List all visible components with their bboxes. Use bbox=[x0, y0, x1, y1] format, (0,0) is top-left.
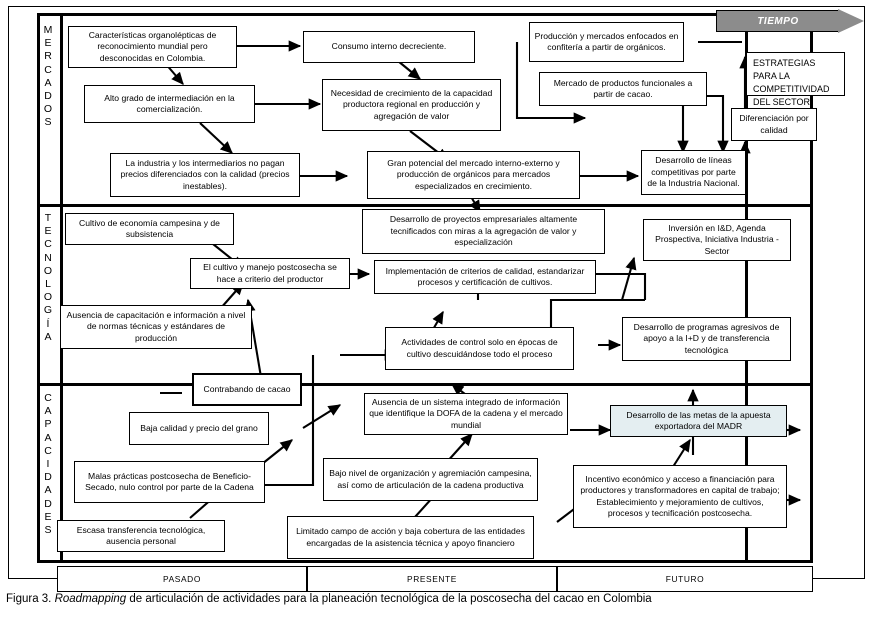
caption-rest: de articulación de actividades para la p… bbox=[126, 593, 652, 605]
tiempo-arrow-head-icon bbox=[838, 9, 864, 33]
row-separator-tecnologia-capacidades bbox=[37, 383, 813, 386]
chart-frame bbox=[37, 13, 813, 563]
node-strategies[interactable]: ESTRATEGIAS PARA LA COMPETITIVIDAD DEL S… bbox=[746, 52, 845, 107]
tiempo-label: TIEMPO bbox=[757, 15, 799, 27]
node-c3[interactable]: Escasa transferencia tecnológica, ausenc… bbox=[57, 520, 225, 552]
node-t3[interactable]: Ausencia de capacitación e información a… bbox=[60, 305, 252, 349]
node-t7[interactable]: Inversión en I&D, Agenda Prospectiva, In… bbox=[643, 219, 791, 261]
strategies-rail-vertical bbox=[745, 30, 748, 563]
node-c1[interactable]: Baja calidad y precio del grano bbox=[129, 412, 269, 445]
row-label-gutter-separator bbox=[60, 13, 63, 563]
caption-italic-term: Roadmapping bbox=[54, 593, 127, 605]
node-c0[interactable]: Contrabando de cacao bbox=[192, 373, 302, 406]
node-m4[interactable]: Necesidad de crecimiento de la capacidad… bbox=[322, 79, 501, 131]
node-c2[interactable]: Malas prácticas postcosecha de Beneficio… bbox=[74, 461, 265, 503]
timeline-cell-pasado: PASADO bbox=[57, 566, 307, 592]
node-m1[interactable]: Características organolépticas de recono… bbox=[68, 26, 237, 68]
node-t6[interactable]: Actividades de control solo en épocas de… bbox=[385, 327, 574, 370]
node-c4[interactable]: Ausencia de un sistema integrado de info… bbox=[364, 393, 568, 435]
node-m2[interactable]: Consumo interno decreciente. bbox=[303, 31, 475, 63]
row-separator-mercados-tecnologia bbox=[37, 204, 813, 207]
timeline-cell-futuro: FUTURO bbox=[557, 566, 813, 592]
node-c5[interactable]: Bajo nivel de organización y agremiación… bbox=[323, 458, 538, 501]
node-m8[interactable]: Mercado de productos funcionales a parti… bbox=[539, 72, 707, 106]
node-c7[interactable]: Desarrollo de las metas de la apuesta ex… bbox=[610, 405, 787, 437]
node-m10[interactable]: Diferenciación por calidad bbox=[731, 108, 817, 141]
node-m7[interactable]: Producción y mercados enfocados en confi… bbox=[529, 22, 684, 62]
node-m5[interactable]: La industria y los intermediarios no pag… bbox=[110, 153, 300, 197]
node-t5[interactable]: Implementación de criterios de calidad, … bbox=[374, 260, 596, 294]
node-t8[interactable]: Desarrollo de programas agresivos de apo… bbox=[622, 317, 791, 361]
tiempo-banner: TIEMPO bbox=[716, 9, 864, 33]
node-c6[interactable]: Limitado campo de acción y baja cobertur… bbox=[287, 516, 534, 559]
node-t1[interactable]: Cultivo de economía campesina y de subsi… bbox=[65, 213, 234, 245]
node-t4[interactable]: Desarrollo de proyectos empresariales al… bbox=[362, 209, 605, 254]
node-t2[interactable]: El cultivo y manejo postcosecha se hace … bbox=[190, 258, 350, 289]
node-m6[interactable]: Gran potencial del mercado interno-exter… bbox=[367, 151, 580, 199]
caption-prefix: Figura 3. bbox=[6, 593, 55, 605]
node-c8[interactable]: Incentivo económico y acceso a financiac… bbox=[573, 465, 787, 528]
node-m3[interactable]: Alto grado de intermediación en la comer… bbox=[84, 85, 255, 123]
timeline-cell-presente: PRESENTE bbox=[307, 566, 557, 592]
figure-caption: Figura 3. Roadmapping de articulación de… bbox=[6, 592, 866, 607]
node-m9[interactable]: Desarrollo de líneas competitivas por pa… bbox=[641, 150, 746, 195]
